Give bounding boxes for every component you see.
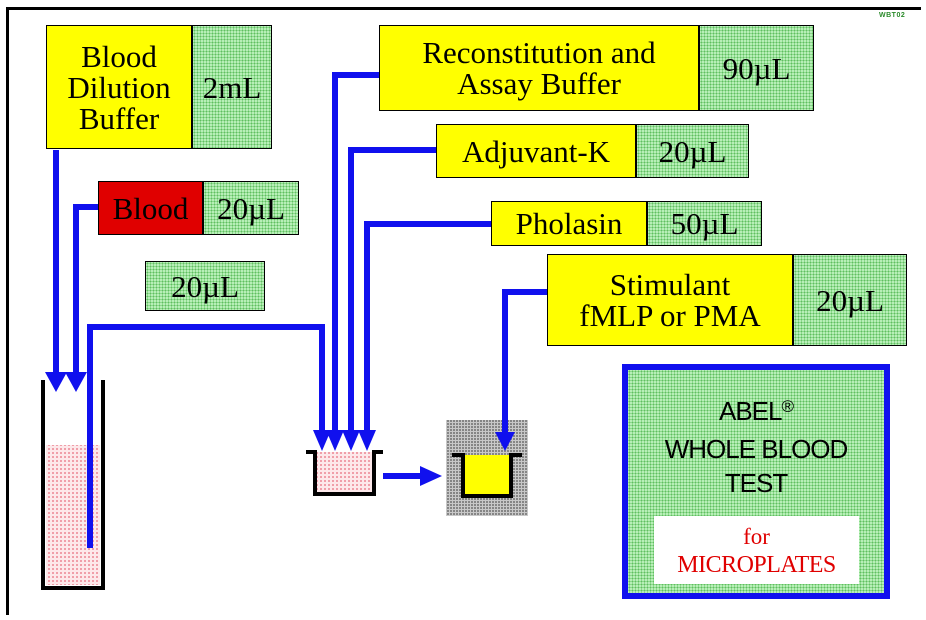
reconstitution-buffer-label: Reconstitution and Assay Buffer — [379, 25, 699, 111]
blood-dilution-buffer-line-2: Dilution — [67, 69, 171, 105]
stimulant-label: Stimulant fMLP or PMA — [547, 254, 793, 346]
adjuvant-label: Adjuvant-K — [436, 124, 636, 178]
registered-mark: ® — [781, 397, 794, 416]
blood-dilution-buffer-volume: 2mL — [192, 25, 272, 149]
microplates-text: MICROPLATES — [677, 552, 836, 578]
pholasin-label: Pholasin — [491, 201, 647, 246]
transfer-arrowhead — [313, 430, 331, 451]
reconstitution-arrowhead — [326, 430, 344, 451]
microplates-box: for MICROPLATES — [654, 516, 859, 584]
pholasin-arrow-line — [364, 221, 492, 432]
mixing-well — [306, 450, 383, 496]
stimulant-volume: 20µL — [793, 254, 907, 346]
pholasin-arrowhead — [358, 430, 376, 451]
transfer-volume: 20µL — [145, 261, 265, 311]
well-outline — [306, 450, 383, 496]
test-tube — [41, 380, 105, 590]
for-text: for — [743, 524, 770, 549]
blood-arrowhead — [65, 372, 87, 392]
pholasin-volume: 50µL — [647, 201, 762, 246]
panel-title-abel: ABEL — [718, 396, 782, 426]
stimulant-arrow-line — [502, 289, 549, 434]
adjuvant-arrow-line — [348, 147, 438, 432]
panel-title-line-1: ABEL® — [628, 398, 884, 424]
adjuvant-arrowhead — [342, 430, 360, 451]
blood-dilution-buffer-label: Blood Dilution Buffer — [46, 25, 192, 149]
blood-dilution-buffer-line-3: Buffer — [78, 100, 160, 136]
well-transfer-arrowhead — [420, 466, 442, 486]
figure-code: WBT02 — [879, 12, 906, 19]
microplate-outline — [452, 453, 522, 498]
reconstitution-buffer-volume: 90µL — [699, 25, 814, 111]
blood-label: Blood — [98, 181, 203, 235]
microplate-reaction-fill — [464, 455, 510, 496]
stimulant-arrowhead — [495, 432, 515, 451]
reconstitution-arrow-line — [332, 72, 380, 432]
stimulant-line-1: Stimulant — [609, 267, 731, 302]
abel-test-panel: ABEL® WHOLE BLOOD TEST for MICROPLATES — [622, 364, 890, 599]
figure-frame — [6, 7, 921, 615]
tube-outline — [41, 380, 105, 590]
panel-title-line-3: TEST — [724, 468, 788, 498]
blood-arrow-line — [73, 204, 99, 375]
adjuvant-volume: 20µL — [636, 124, 749, 178]
blood-volume: 20µL — [203, 181, 299, 235]
well-mixture-fill — [315, 452, 374, 494]
microplate-well — [446, 420, 528, 516]
blood-dilution-buffer-line-1: Blood — [81, 38, 157, 74]
reconstitution-buffer-line-2: Assay Buffer — [457, 66, 621, 101]
transfer-arrow-line — [87, 324, 325, 548]
stimulant-line-2: fMLP or PMA — [579, 298, 761, 333]
panel-title-line-2: WHOLE BLOOD — [664, 434, 849, 464]
reconstitution-buffer-line-1: Reconstitution and — [422, 35, 656, 70]
buffer-arrowhead — [45, 372, 67, 392]
